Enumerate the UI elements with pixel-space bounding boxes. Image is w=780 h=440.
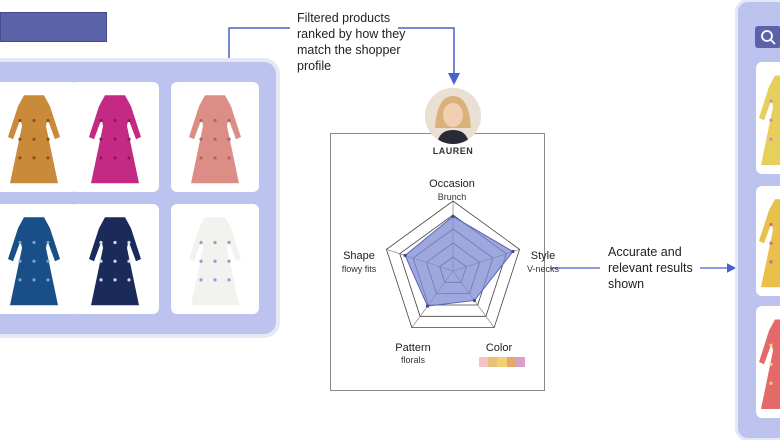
- product-card[interactable]: [0, 82, 78, 192]
- connector-grid-to-profile: [228, 27, 290, 58]
- color-swatch: [488, 357, 498, 367]
- dress-image: [8, 95, 60, 184]
- caption-line: profile: [297, 59, 332, 73]
- result-card[interactable]: [756, 62, 780, 174]
- caption-line: shown: [608, 277, 645, 291]
- radar-point: [403, 253, 407, 258]
- axis-label-style: Style: [530, 250, 556, 262]
- radar-profile-area: [404, 215, 514, 307]
- caption-line: ranked by how they: [297, 27, 406, 41]
- dress-image: [759, 199, 780, 288]
- caption-line: Accurate and: [608, 245, 682, 259]
- filtered-products-caption: Filtered products ranked by how they mat…: [297, 10, 405, 74]
- dress-image: [759, 75, 780, 166]
- shopper-name: LAUREN: [432, 146, 474, 156]
- caption-line: Filtered products: [297, 11, 391, 25]
- color-swatches: [479, 357, 526, 367]
- dress-image: [89, 217, 141, 306]
- radar-point: [472, 298, 476, 303]
- product-card[interactable]: [0, 204, 78, 314]
- axis-label-color: Color: [485, 342, 513, 354]
- axis-value-shape: flowy fits: [341, 264, 377, 274]
- color-swatch: [506, 357, 516, 367]
- radar-point: [451, 214, 455, 218]
- axis-label-occasion: Occasion: [429, 178, 475, 190]
- color-swatch: [515, 357, 526, 367]
- axis-label-pattern: Pattern: [395, 342, 431, 354]
- result-card[interactable]: [756, 186, 780, 296]
- connector-caption-to-avatar: [398, 27, 460, 85]
- radar-ring: [385, 200, 521, 329]
- search-icon: [761, 30, 776, 45]
- catalog-header-bar: [0, 12, 107, 42]
- results-caption: Accurate and relevant results shown: [608, 244, 693, 292]
- radar-point: [511, 249, 515, 254]
- axis-label-shape: Shape: [343, 250, 375, 262]
- person-photo-icon: [425, 88, 481, 144]
- axis-value-occasion: Brunch: [437, 192, 467, 202]
- color-swatch: [479, 357, 489, 367]
- caption-line: relevant results: [608, 261, 693, 275]
- radar-point: [425, 304, 430, 308]
- axis-value-pattern: florals: [400, 355, 425, 365]
- dress-image: [89, 95, 141, 184]
- dress-image: [8, 217, 60, 306]
- dress-image: [189, 217, 241, 306]
- color-swatch: [497, 357, 507, 367]
- dress-image: [759, 319, 780, 410]
- axis-value-style: V-necks: [526, 264, 559, 274]
- dress-image: [189, 95, 241, 184]
- product-card[interactable]: [171, 82, 259, 192]
- result-card[interactable]: [756, 306, 780, 418]
- product-card[interactable]: [71, 82, 159, 192]
- product-card[interactable]: [71, 204, 159, 314]
- shopper-avatar: [425, 88, 481, 144]
- product-card[interactable]: [171, 204, 259, 314]
- shopper-profile-radar: [385, 200, 521, 329]
- search-button[interactable]: [755, 26, 780, 48]
- caption-line: match the shopper: [297, 43, 401, 57]
